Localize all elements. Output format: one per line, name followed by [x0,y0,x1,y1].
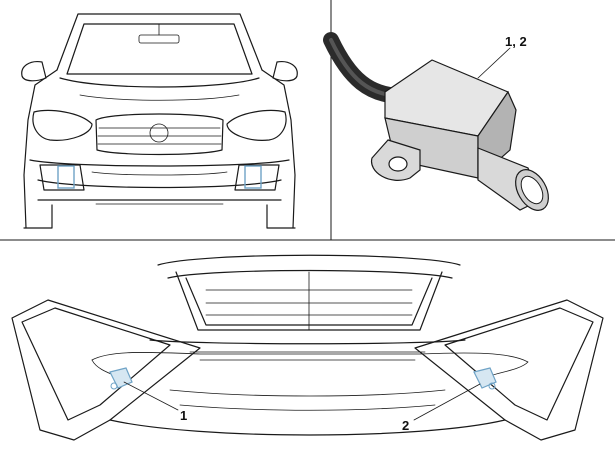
left-sensor-highlight [57,165,75,189]
callout-sensor-detail: 1, 2 [505,34,527,49]
callout-right-sensor: 2 [402,418,409,433]
bumper-rear-view: 1 2 [11,254,604,441]
right-sensor-highlight [244,165,262,189]
car-front-view [21,13,298,229]
left-sensor [109,367,133,390]
right-sensor [473,367,497,390]
callout-left-sensor: 1 [180,408,187,423]
sensor-detail-view: 1, 2 [323,32,549,211]
